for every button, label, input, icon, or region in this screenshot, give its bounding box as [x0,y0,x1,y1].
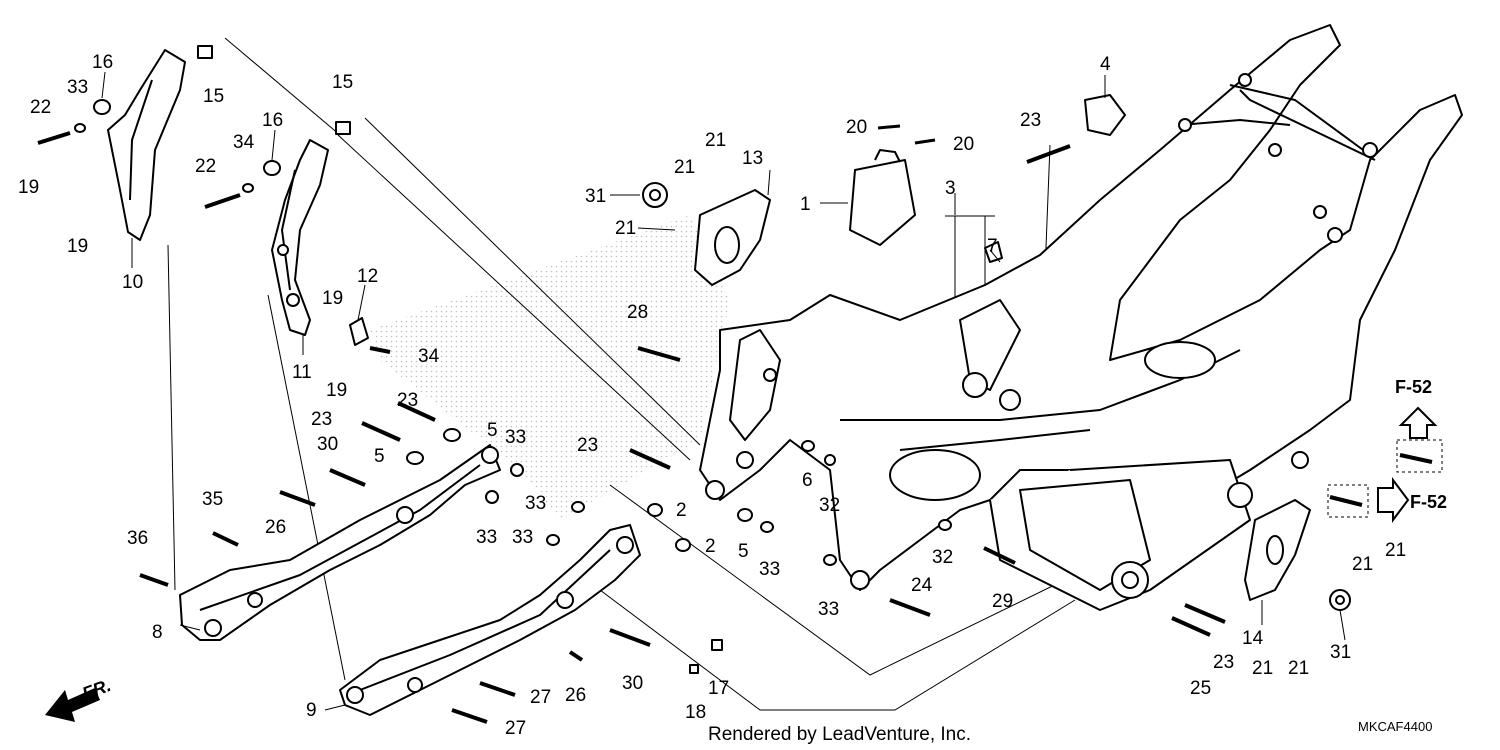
cross-ref-label: F-52 [1395,377,1432,397]
callout-16: 16 [92,52,113,73]
callout-2: 2 [705,536,716,557]
leader-lines [101,71,1346,711]
callout-4: 4 [1100,54,1111,75]
callout-26: 26 [265,517,286,538]
callout-19: 19 [326,380,347,401]
callout-20: 20 [953,134,974,155]
callout-31: 31 [1330,642,1351,663]
cross-ref-boxes [1327,439,1443,518]
callout-20: 20 [846,117,867,138]
callout-34: 34 [418,346,440,367]
lower-arm-8 [179,444,501,641]
callout-21: 21 [1385,540,1406,561]
callout-12: 12 [357,266,378,287]
callout-23: 23 [311,409,332,430]
callout-5: 5 [487,420,498,441]
callout-27: 27 [505,718,526,739]
callout-33: 33 [476,527,497,548]
callout-22: 22 [30,97,51,118]
front-arrow-icon [45,688,100,722]
small-parts [38,46,1432,722]
callout-21: 21 [615,218,636,239]
callout-5: 5 [738,541,749,562]
callout-23: 23 [397,390,418,411]
callout-21: 21 [705,130,726,151]
callout-32: 32 [932,547,953,568]
callout-28: 28 [627,302,648,323]
hanger-parts [107,49,329,336]
callout-33: 33 [505,427,526,448]
callout-21: 21 [1252,658,1273,679]
lower-arm-9 [339,524,641,716]
callout-32: 32 [819,495,840,516]
callout-15: 15 [203,86,224,107]
callout-23: 23 [577,435,598,456]
callout-26: 26 [565,685,586,706]
callout-21: 21 [674,157,695,178]
callout-6: 6 [802,470,813,491]
callout-36: 36 [127,528,148,549]
callout-19: 19 [67,236,88,257]
callout-33: 33 [818,599,839,620]
callout-24: 24 [911,575,933,596]
callout-10: 10 [122,272,143,293]
cross-ref-label: F-52 [1410,492,1447,512]
guide-lines [167,37,1076,711]
main-frame [699,24,1463,611]
callout-22: 22 [195,156,216,177]
callout-33: 33 [759,559,780,580]
callout-21: 21 [1288,658,1309,679]
cross-ref-arrow-icons [1377,406,1438,523]
callout-30: 30 [317,434,338,455]
callout-35: 35 [202,489,223,510]
callout-33: 33 [525,493,546,514]
callout-31: 31 [585,186,606,207]
footer-credit: Rendered by LeadVenture, Inc. [708,724,971,745]
callout-27: 27 [530,687,551,708]
callout-23: 23 [1213,652,1234,673]
callout-19: 19 [18,177,39,198]
callout-11: 11 [292,362,312,383]
callout-33: 33 [512,527,533,548]
callout-21: 21 [1352,554,1373,575]
callout-labels: 1223455567891011121314151516161718191919… [18,52,1406,739]
callout-7: 7 [987,236,998,257]
front-label: FR. [80,675,114,704]
callout-18: 18 [685,702,706,723]
callout-5: 5 [374,446,385,467]
callout-3: 3 [945,178,956,199]
diagram-code: MKCAF4400 [1358,719,1432,734]
callout-34: 34 [233,132,255,153]
callout-15: 15 [332,72,353,93]
callout-8: 8 [152,622,163,643]
callout-17: 17 [708,678,729,699]
callout-25: 25 [1190,678,1211,699]
callout-33: 33 [67,77,88,98]
callout-29: 29 [992,591,1013,612]
callout-2: 2 [676,500,687,521]
shaded-area [370,215,730,520]
callout-14: 14 [1242,628,1264,649]
callout-16: 16 [262,110,283,131]
callout-30: 30 [622,673,643,694]
callout-19: 19 [322,288,343,309]
callout-9: 9 [306,700,317,721]
callout-23: 23 [1020,110,1041,131]
callout-1: 1 [800,194,811,215]
callout-13: 13 [742,148,763,169]
